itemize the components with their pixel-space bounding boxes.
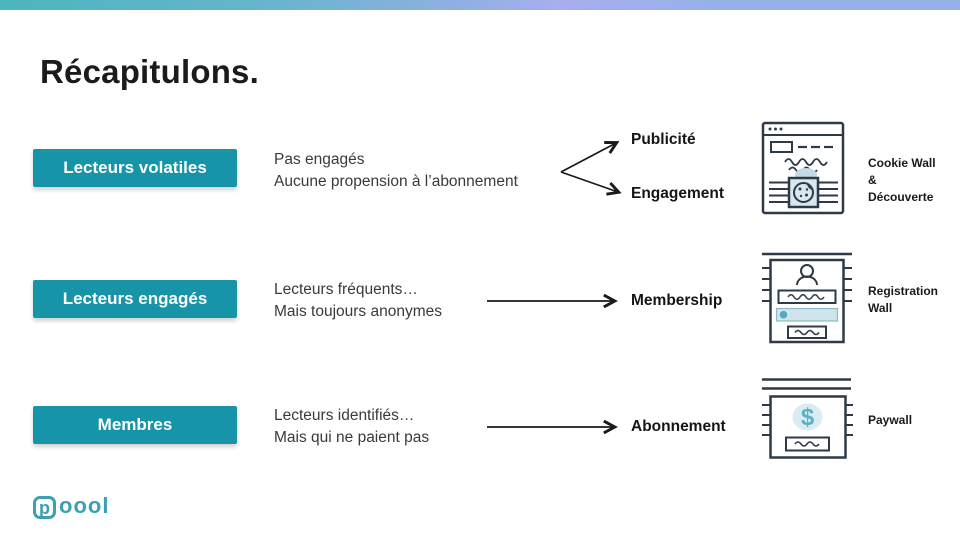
description-volatiles: Pas engagés Aucune propension à l’abonne… [274, 149, 518, 193]
wall-label-line: Wall [868, 301, 893, 315]
registration-wall-icon [762, 252, 852, 344]
description-line: Mais qui ne paient pas [274, 429, 430, 446]
poool-logo: p oool [33, 495, 109, 519]
description-line: Aucune propension à l’abonnement [274, 173, 518, 190]
description-line: Pas engagés [274, 151, 365, 168]
outcome-label-membership: Membership [631, 292, 723, 309]
wall-label-line: & [868, 173, 877, 187]
description-line: Lecteurs identifiés… [274, 407, 415, 424]
paywall-icon: $ [762, 378, 853, 459]
top-accent-bar [0, 0, 960, 10]
membership-arrow-icon [487, 294, 618, 308]
wall-label-cookie: Cookie Wall & Découverte [868, 155, 936, 206]
outcome-label-abonnement: Abonnement [631, 418, 726, 435]
description-line: Mais toujours anonymes [274, 303, 442, 320]
description-line: Lecteurs fréquents… [274, 281, 418, 298]
wall-label-registration: Registration Wall [868, 283, 938, 317]
logo-text: oool [59, 493, 110, 518]
wall-label-line: Découverte [868, 190, 934, 204]
description-membres: Lecteurs identifiés… Mais qui ne paient … [274, 405, 429, 449]
logo-p-letter: p [39, 497, 50, 518]
wall-label-line: Cookie Wall [868, 156, 936, 170]
abonnement-arrow-icon [487, 420, 618, 434]
segment-button-membres[interactable]: Membres [33, 406, 237, 444]
description-engages: Lecteurs fréquents… Mais toujours anonym… [274, 279, 442, 323]
page-title: Récapitulons. [40, 53, 259, 90]
fork-arrow-icon [560, 141, 622, 196]
outcome-label-publicite: Publicité [631, 131, 696, 148]
wall-label-line: Registration [868, 284, 939, 298]
wall-label-line: Paywall [868, 413, 913, 427]
cookie-wall-icon [761, 121, 845, 215]
segment-button-engages[interactable]: Lecteurs engagés [33, 280, 237, 318]
wall-label-paywall: Paywall [868, 412, 912, 429]
logo-p-badge: p [33, 495, 56, 519]
outcome-label-engagement: Engagement [631, 185, 725, 202]
segment-button-volatiles[interactable]: Lecteurs volatiles [33, 149, 237, 187]
svg-text:$: $ [801, 404, 815, 431]
